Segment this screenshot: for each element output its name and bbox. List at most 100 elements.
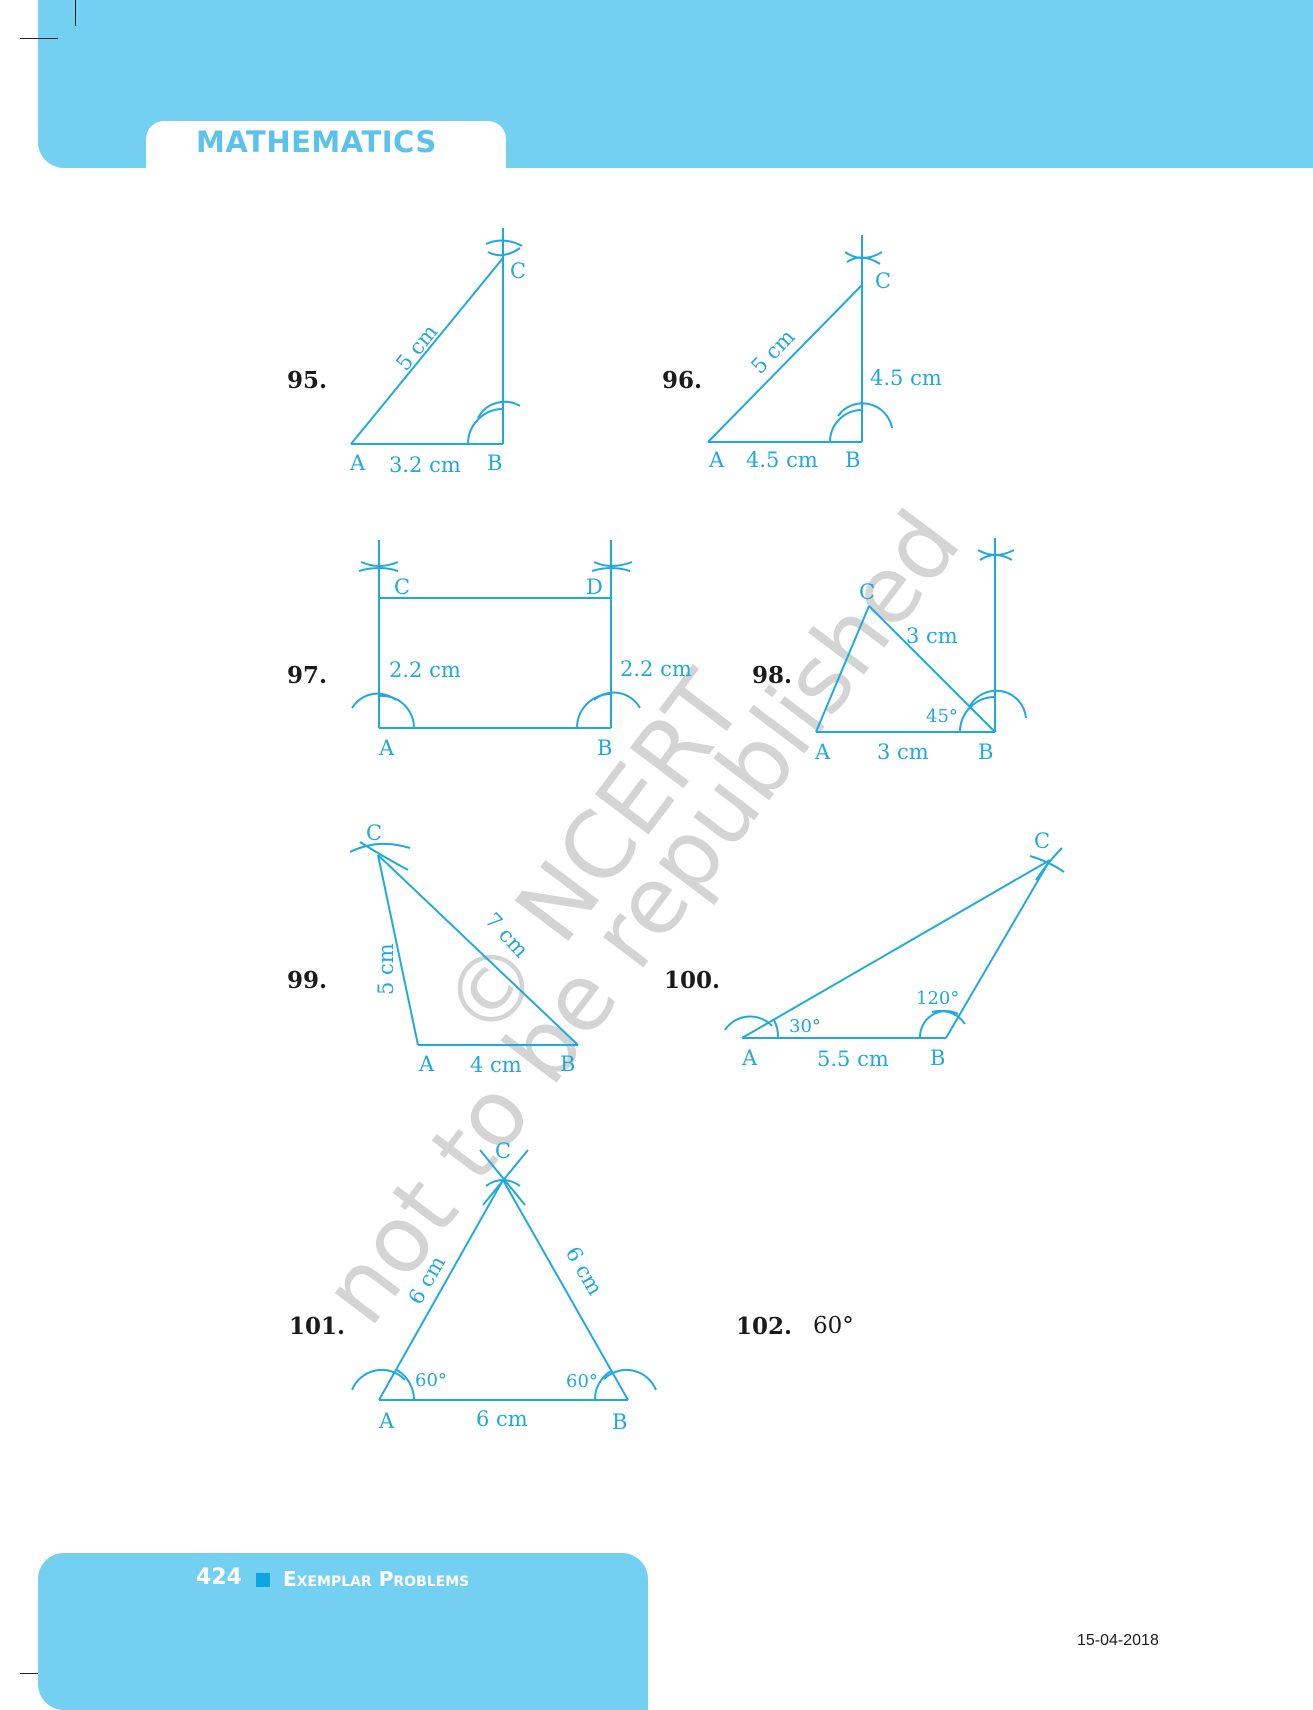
side-bc — [945, 859, 1051, 1039]
arc-mark — [837, 402, 893, 429]
page-number: 424 — [196, 1565, 242, 1590]
question-number-98: 98. — [752, 662, 793, 689]
vertex-a: A — [418, 1052, 435, 1076]
arc-mark — [969, 689, 1027, 719]
side-ac — [707, 284, 863, 443]
footer-square-icon — [256, 1573, 270, 1587]
side-cb — [868, 605, 996, 733]
vertex-d: D — [586, 575, 603, 599]
length-bc: 3 cm — [906, 624, 958, 648]
length-ac: 6 cm — [404, 1252, 451, 1309]
arc-mark — [360, 561, 399, 567]
length-ac: 2.2 cm — [389, 658, 461, 682]
arc-mark — [485, 1179, 521, 1187]
angle-a: 30° — [789, 1016, 821, 1037]
side-ac — [815, 605, 870, 733]
vertex-c: C — [495, 1139, 511, 1163]
length-ab: 3.2 cm — [389, 453, 461, 477]
vertex-c: C — [859, 580, 875, 604]
arc-mark — [349, 842, 411, 853]
vertex-b: B — [930, 1046, 945, 1070]
vertex-a: A — [708, 448, 725, 472]
vertex-c: C — [875, 269, 891, 293]
figure-99: A B C 4 cm 5 cm 7 cm — [349, 821, 579, 1077]
vertex-c: C — [366, 821, 382, 845]
question-number-102: 102. — [736, 1313, 793, 1340]
arc-mark — [477, 400, 521, 419]
side-cb — [377, 854, 579, 1046]
question-number-99: 99. — [287, 967, 328, 994]
side-ac — [741, 859, 1051, 1039]
figure-98: A B C 3 cm 3 cm 45° — [814, 538, 1027, 764]
arc-mark — [979, 554, 1013, 561]
question-number-96: 96. — [662, 367, 703, 394]
arc-mark — [593, 1370, 612, 1401]
vertex-a: A — [741, 1046, 758, 1070]
subject-title: MATHEMATICS — [196, 125, 437, 159]
vertex-a: A — [349, 451, 366, 475]
length-ab: 5.5 cm — [817, 1047, 889, 1071]
length-bc: 4.5 cm — [870, 366, 942, 390]
arc-mark — [931, 1009, 966, 1025]
angle-b: 120° — [916, 988, 959, 1009]
arc-mark — [485, 239, 523, 247]
question-number-97: 97. — [287, 662, 328, 689]
arc-mark — [482, 1149, 529, 1206]
vertex-c: C — [1034, 829, 1050, 853]
side-ac — [377, 854, 419, 1046]
length-ac: 5 cm — [374, 943, 398, 995]
length-ab: 4.5 cm — [746, 448, 818, 472]
vertex-c: C — [394, 575, 410, 599]
length-bc: 6 cm — [561, 1243, 608, 1300]
arc-mark — [959, 696, 996, 733]
vertex-a: A — [378, 736, 395, 760]
vertex-b: B — [845, 448, 860, 472]
figure-95: A B C 3.2 cm 5 cm — [349, 228, 526, 477]
header-tab — [146, 121, 506, 181]
arc-mark — [846, 256, 881, 265]
length-ab: 6 cm — [476, 1407, 528, 1431]
arc-mark — [603, 1369, 657, 1391]
vertex-b: B — [612, 1410, 627, 1434]
figure-100: A B C 5.5 cm 30° 120° — [724, 829, 1065, 1071]
vertex-a: A — [814, 740, 831, 764]
arc-mark — [918, 1010, 959, 1039]
footer-band — [38, 1553, 648, 1710]
figure-97: A B C D 2.2 cm 2.2 cm — [351, 540, 692, 760]
arc-mark — [359, 841, 409, 871]
figure-96: A B C 4.5 cm 4.5 cm 5 cm — [707, 235, 942, 472]
length-bc: 7 cm — [480, 908, 533, 962]
arc-mark — [479, 1149, 526, 1206]
arc-mark — [467, 408, 504, 445]
print-date: 15-04-2018 — [1077, 1632, 1159, 1649]
question-number-95: 95. — [287, 367, 328, 394]
question-number-100: 100. — [664, 967, 721, 994]
arc-mark — [591, 567, 631, 572]
length-ab: 3 cm — [877, 740, 929, 764]
length-ac: 5 cm — [391, 320, 442, 375]
arc-mark — [487, 247, 521, 257]
arc-mark — [358, 567, 399, 572]
arc-mark — [773, 1019, 780, 1039]
vertex-a: A — [378, 1409, 395, 1433]
crop-mark — [20, 38, 58, 39]
arc-mark — [351, 692, 397, 709]
answer-102: 60° — [813, 1313, 854, 1339]
vertex-b: B — [560, 1052, 575, 1076]
arc-mark — [1035, 847, 1063, 881]
arc-mark — [378, 694, 416, 729]
arc-mark — [351, 1368, 406, 1391]
vertex-c: C — [510, 259, 526, 283]
angle-b: 60° — [566, 1371, 598, 1392]
side-ac — [350, 257, 504, 445]
arc-mark — [829, 409, 863, 443]
crop-mark — [75, 0, 76, 26]
length-bd: 2.2 cm — [620, 657, 692, 681]
side-ac — [378, 1179, 504, 1401]
side-bc — [502, 1179, 629, 1401]
book-title: Exemplar Problems — [283, 1567, 470, 1591]
angle-a: 60° — [415, 1370, 447, 1391]
arc-mark — [396, 1369, 415, 1401]
